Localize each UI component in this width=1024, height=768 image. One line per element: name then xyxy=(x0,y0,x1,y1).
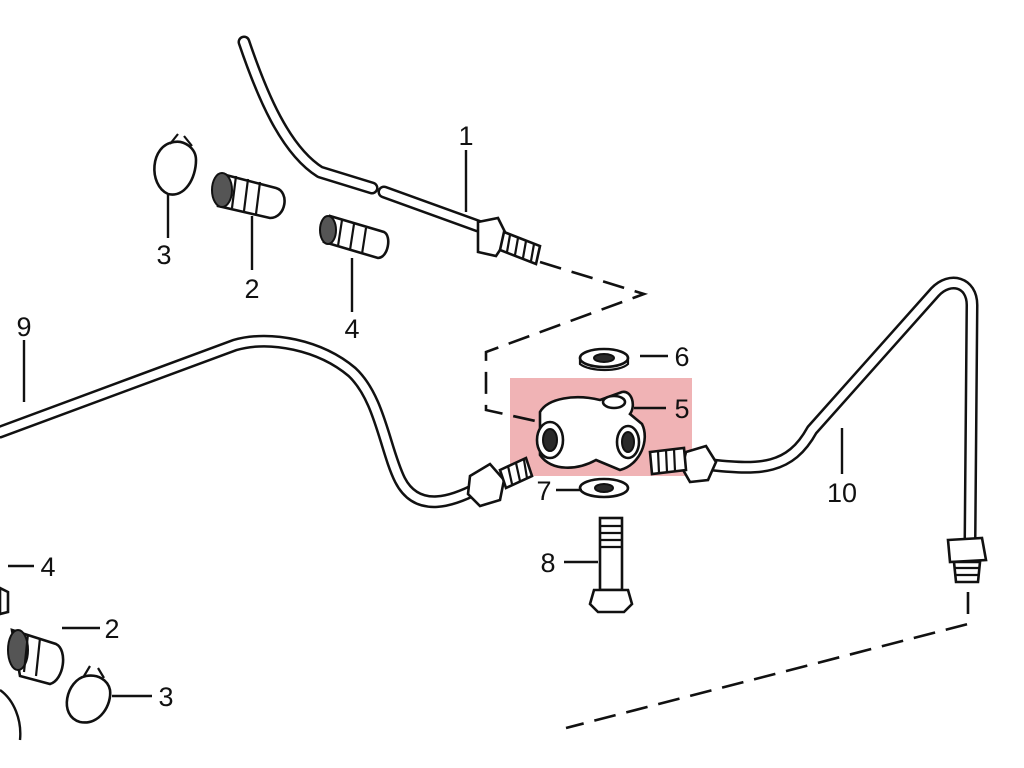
callout-8: 8 xyxy=(540,548,555,578)
assembly-line-10 xyxy=(565,592,970,730)
part-2-fitting-top[interactable] xyxy=(211,172,286,220)
edge-fragment xyxy=(0,689,22,741)
callout-2-top: 2 xyxy=(244,274,259,304)
part-4-sleeve-bottom[interactable] xyxy=(0,586,10,616)
part-4-sleeve-top[interactable] xyxy=(319,214,390,260)
leader-lines xyxy=(8,150,844,698)
callout-6: 6 xyxy=(674,342,689,372)
callout-4-bottom: 4 xyxy=(40,552,55,582)
callout-1: 1 xyxy=(458,121,473,151)
pipe-9[interactable] xyxy=(0,334,534,509)
part-2-fitting-bottom[interactable] xyxy=(7,628,65,686)
callout-5: 5 xyxy=(674,394,689,424)
assembly-line-1 xyxy=(484,260,649,424)
part-8-bolt[interactable] xyxy=(588,516,634,614)
callout-3-top: 3 xyxy=(156,240,171,270)
callout-9: 9 xyxy=(16,312,31,342)
part-3-clip-bottom[interactable] xyxy=(65,665,112,724)
callout-10: 10 xyxy=(827,478,857,508)
callout-3-bottom: 3 xyxy=(158,682,173,712)
part-6-washer[interactable] xyxy=(578,347,630,372)
callout-2-bottom: 2 xyxy=(104,614,119,644)
pipe-10[interactable] xyxy=(648,276,988,584)
part-3-clip-top[interactable] xyxy=(153,133,198,196)
callout-7: 7 xyxy=(536,476,551,506)
pipe-1[interactable] xyxy=(237,35,542,266)
part-5-junction-block[interactable] xyxy=(535,390,647,472)
callout-4-top: 4 xyxy=(344,314,359,344)
part-7-washer[interactable] xyxy=(578,477,630,499)
